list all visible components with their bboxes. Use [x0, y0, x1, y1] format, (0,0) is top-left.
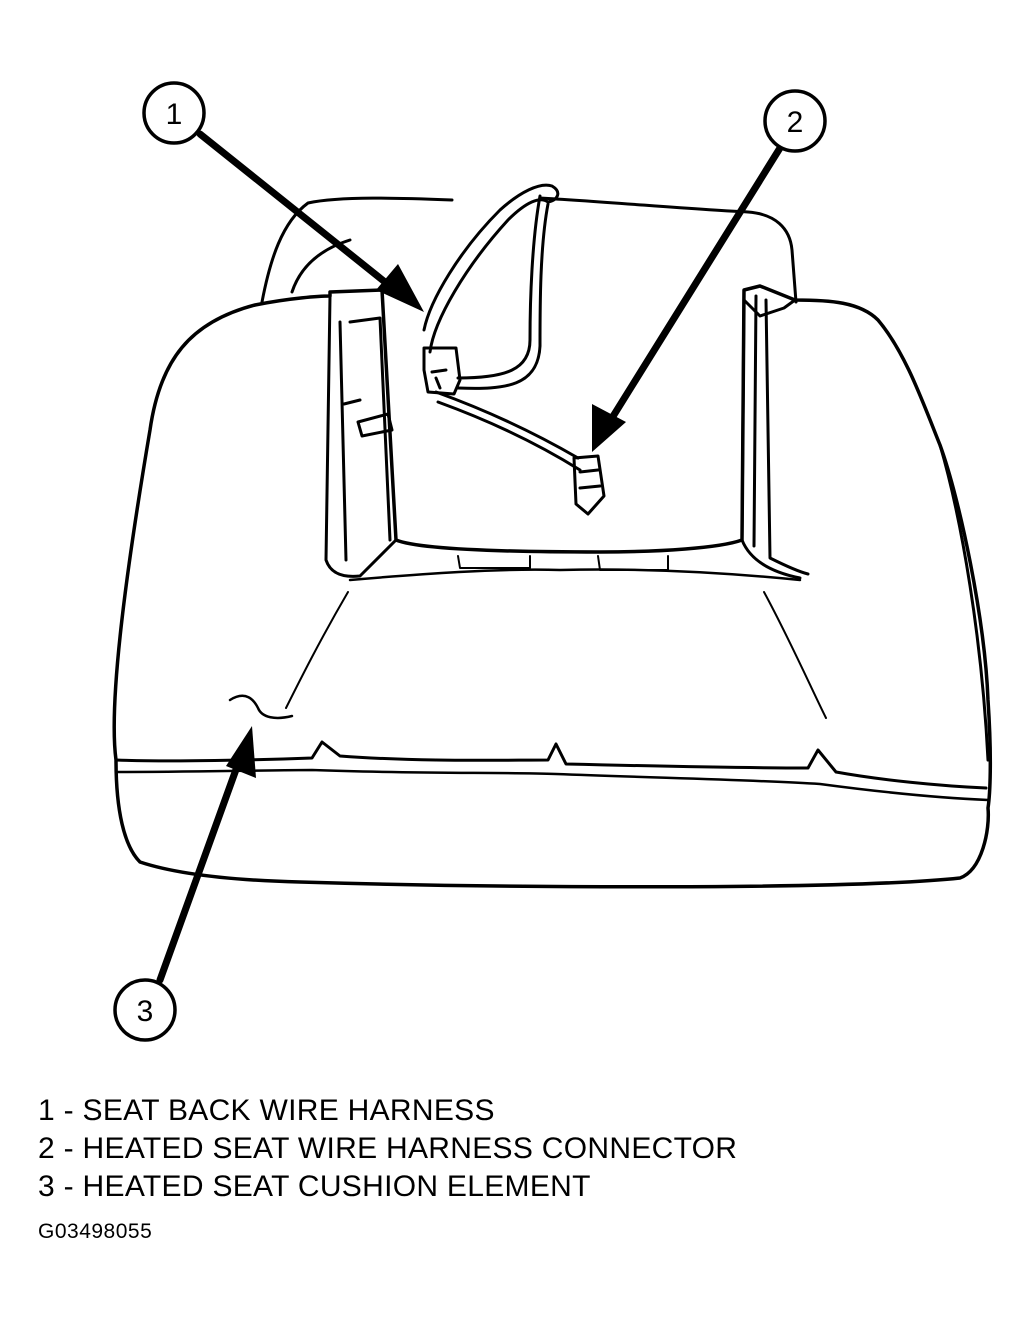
seat-cushion-illustration: 1 2 3 — [112, 81, 993, 1042]
callout-1-number: 1 — [166, 98, 183, 131]
legend-item-3: 3 - HEATED SEAT CUSHION ELEMENT — [38, 1170, 591, 1203]
seat-back-wire-harness — [422, 183, 582, 472]
right-trim-channel — [740, 288, 810, 580]
callout-1: 1 — [142, 81, 206, 145]
legend-item-1: 1 - SEAT BACK WIRE HARNESS — [38, 1094, 495, 1127]
cushion-element-squiggle — [228, 694, 294, 720]
legend: 1 - SEAT BACK WIRE HARNESS 2 - HEATED SE… — [38, 1092, 737, 1206]
seat-cushion-body — [112, 284, 993, 889]
harness-connector-upper — [422, 346, 462, 396]
seat-back-opening-tabs — [457, 555, 669, 571]
callout-1-arrow — [196, 130, 424, 312]
callout-3-arrow — [156, 726, 256, 984]
left-trim-channel — [324, 294, 398, 578]
heated-seat-connector — [572, 454, 606, 516]
callout-2-arrow — [592, 144, 784, 452]
legend-item-2: 2 - HEATED SEAT WIRE HARNESS CONNECTOR — [38, 1132, 738, 1165]
callout-2: 2 — [763, 89, 827, 153]
callout-3-number: 3 — [137, 995, 154, 1028]
figure-id: G03498055 — [38, 1220, 153, 1243]
callout-2-number: 2 — [787, 106, 804, 139]
callout-3: 3 — [113, 978, 177, 1042]
